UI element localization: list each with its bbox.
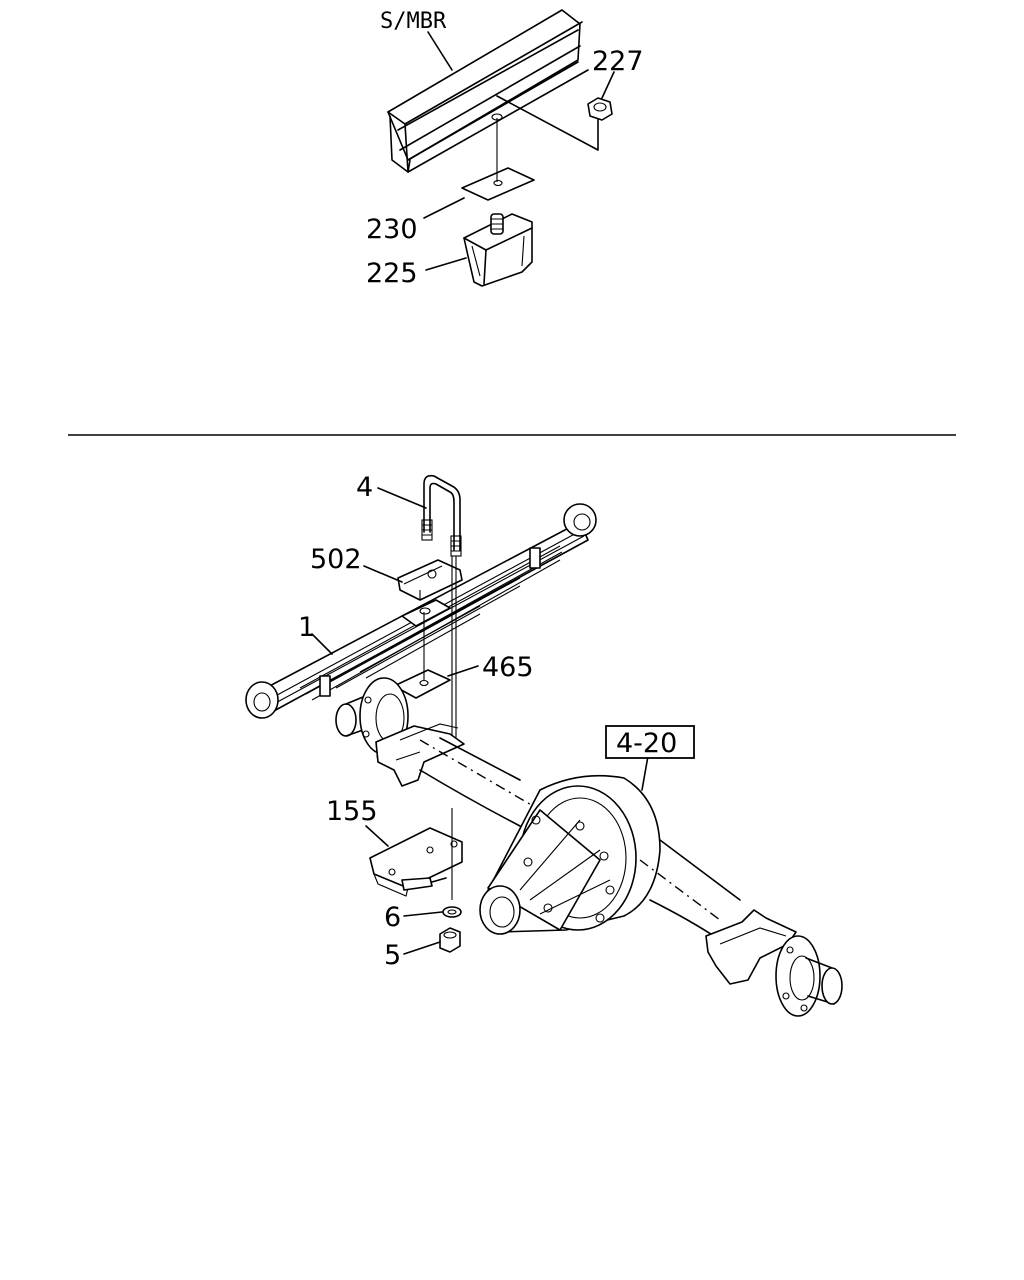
label-225: 225 — [366, 258, 418, 289]
label-1: 1 — [298, 612, 315, 643]
axle-left-end — [335, 677, 465, 787]
spacer-465 — [393, 669, 451, 699]
lower-assembly — [245, 474, 843, 1017]
label-227: 227 — [592, 46, 644, 77]
seat-155 — [369, 827, 463, 897]
differential-housing — [479, 774, 741, 941]
label-155: 155 — [326, 796, 378, 827]
axle-right-end — [705, 909, 843, 1017]
label-5: 5 — [384, 940, 401, 971]
label-502: 502 — [310, 544, 362, 575]
ref-box-4-20 — [605, 725, 695, 759]
nut-5 — [439, 927, 461, 953]
washer-6 — [442, 906, 462, 918]
frame-side-member — [387, 9, 589, 173]
nut-227 — [587, 97, 613, 121]
leaf-spring-1 — [245, 503, 597, 719]
label-4-20: 4-20 — [616, 728, 677, 759]
u-bolt-4 — [421, 474, 462, 557]
label-230: 230 — [366, 214, 418, 245]
bumper-225 — [463, 213, 533, 287]
label-4: 4 — [356, 472, 373, 503]
axle-tube — [419, 739, 541, 811]
label-frame-smbr: S/MBR — [380, 9, 447, 34]
plate-230 — [461, 167, 535, 201]
label-6: 6 — [384, 902, 401, 933]
upper-assembly — [387, 9, 615, 287]
bracket-502 — [397, 559, 463, 601]
label-465: 465 — [482, 652, 534, 683]
